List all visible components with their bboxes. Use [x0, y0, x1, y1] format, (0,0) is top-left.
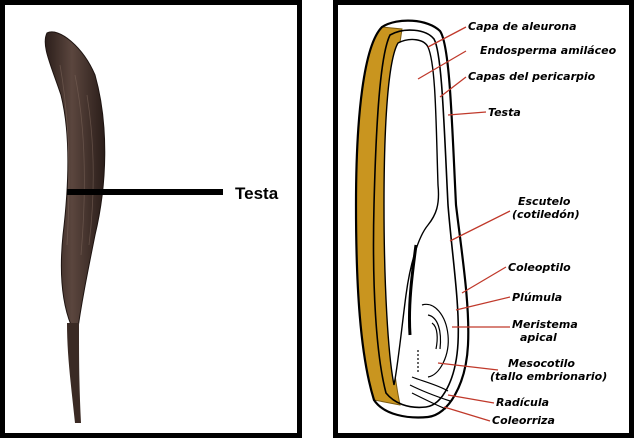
label-capa-aleurona: Capa de aleurona	[468, 20, 577, 33]
label-testa: Testa	[488, 106, 521, 119]
label-meristema-sub: apical	[520, 331, 557, 344]
grain-section-diagram: Capa de aleurona Endosperma amiláceo Cap…	[338, 5, 629, 433]
label-mesocotilo: Mesocotilo	[508, 357, 575, 370]
seed-body	[45, 32, 105, 335]
label-coleoptilo: Coleoptilo	[508, 261, 571, 274]
seed-photo-panel: Testa	[0, 0, 302, 438]
label-endosperma: Endosperma amiláceo	[480, 44, 617, 57]
label-radicula: Radícula	[496, 396, 549, 409]
label-pericarpio: Capas del pericarpio	[468, 70, 596, 83]
label-mesocotilo-sub: (tallo embrionario)	[490, 370, 607, 383]
label-coleorriza: Coleorriza	[492, 414, 555, 427]
grain-section-panel: Capa de aleurona Endosperma amiláceo Cap…	[333, 0, 634, 438]
label-escutelo: Escutelo	[518, 195, 571, 208]
label-plumula: Plúmula	[512, 291, 562, 304]
seed-awn	[67, 323, 81, 423]
testa-label: Testa	[235, 184, 279, 203]
label-escutelo-sub: (cotiledón)	[512, 208, 580, 221]
seed-photo: Testa	[5, 5, 297, 433]
label-meristema: Meristema	[512, 318, 578, 331]
